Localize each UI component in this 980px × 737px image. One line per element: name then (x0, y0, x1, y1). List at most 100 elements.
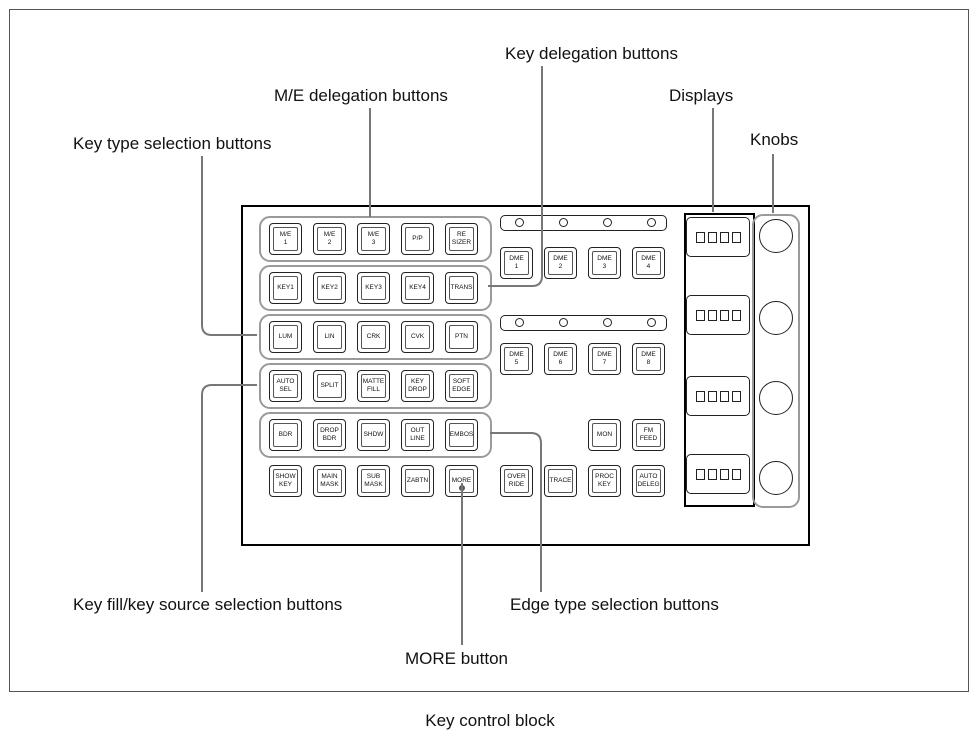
tally-led (559, 318, 568, 327)
key-fill-group (259, 363, 492, 409)
shdw-label: SHDW (361, 423, 386, 447)
leader-key-type (201, 156, 257, 336)
show-key-label: SHOW KEY (273, 469, 298, 493)
leader-edge-type (490, 432, 542, 592)
callout-key-type: Key type selection buttons (73, 134, 272, 153)
sub-mask-button[interactable]: SUB MASK (357, 465, 390, 497)
drop-bdr-label: DROP BDR (317, 423, 342, 447)
dme-1-button[interactable]: DME 1 (500, 247, 533, 279)
drop-bdr-button[interactable]: DROP BDR (313, 419, 346, 451)
key4-label: KEY4 (405, 276, 430, 300)
tally-led-strip-1 (500, 215, 667, 231)
zabtn-button[interactable]: ZABTN (401, 465, 434, 497)
tally-led (515, 218, 524, 227)
dme-7-label: DME 7 (592, 347, 617, 371)
callout-me-delegation: M/E delegation buttons (274, 86, 448, 105)
main-mask-button[interactable]: MAIN MASK (313, 465, 346, 497)
sub-mask-label: SUB MASK (361, 469, 386, 493)
trace-label: TRACE (548, 469, 573, 493)
p-p-button[interactable]: P/P (401, 223, 434, 255)
auto-deleg-button[interactable]: AUTO DELEG (632, 465, 665, 497)
dme-4-button[interactable]: DME 4 (632, 247, 665, 279)
callout-knobs: Knobs (750, 130, 799, 149)
display-digit (707, 390, 717, 402)
key3-button[interactable]: KEY3 (357, 272, 390, 304)
mon-button[interactable]: MON (588, 419, 621, 451)
auto-sel-button[interactable]: AUTO SEL (269, 370, 302, 402)
cvk-button[interactable]: CVK (401, 321, 434, 353)
crk-button[interactable]: CRK (357, 321, 390, 353)
over-ride-label: OVER RIDE (504, 469, 529, 493)
knob-4[interactable] (759, 461, 793, 495)
bdr-label: BDR (273, 423, 298, 447)
key2-label: KEY2 (317, 276, 342, 300)
display-digit (695, 309, 705, 321)
tally-led (603, 218, 612, 227)
soft-edge-label: SOFT EDGE (449, 374, 474, 398)
callout-more: MORE button (405, 649, 508, 668)
knob-2[interactable] (759, 301, 793, 335)
lum-button[interactable]: LUM (269, 321, 302, 353)
dme-7-button[interactable]: DME 7 (588, 343, 621, 375)
fm-feed-label: FM FEED (636, 423, 661, 447)
zabtn-label: ZABTN (405, 469, 430, 493)
knob-1[interactable] (759, 219, 793, 253)
dme-2-button[interactable]: DME 2 (544, 247, 577, 279)
m-e-3-button[interactable]: M/E 3 (357, 223, 390, 255)
matte-fill-label: MATTE FILL (361, 374, 386, 398)
dme-8-button[interactable]: DME 8 (632, 343, 665, 375)
key4-button[interactable]: KEY4 (401, 272, 434, 304)
trace-button[interactable]: TRACE (544, 465, 577, 497)
key1-button[interactable]: KEY1 (269, 272, 302, 304)
fm-feed-button[interactable]: FM FEED (632, 419, 665, 451)
out-line-button[interactable]: OUT LINE (401, 419, 434, 451)
key-drop-button[interactable]: KEY DROP (401, 370, 434, 402)
knob-3[interactable] (759, 381, 793, 415)
cvk-label: CVK (405, 325, 430, 349)
trans-button[interactable]: TRANS (445, 272, 478, 304)
figure-caption: Key control block (425, 711, 555, 730)
re-sizer-button[interactable]: RE SIZER (445, 223, 478, 255)
dme-3-button[interactable]: DME 3 (588, 247, 621, 279)
re-sizer-label: RE SIZER (449, 227, 474, 251)
embos-button[interactable]: EMBOS (445, 419, 478, 451)
m-e-2-label: M/E 2 (317, 227, 342, 251)
dme-6-button[interactable]: DME 6 (544, 343, 577, 375)
display-digit (719, 231, 729, 243)
m-e-1-button[interactable]: M/E 1 (269, 223, 302, 255)
display-1 (686, 217, 750, 257)
display-3 (686, 376, 750, 416)
tally-led (603, 318, 612, 327)
m-e-2-button[interactable]: M/E 2 (313, 223, 346, 255)
bdr-button[interactable]: BDR (269, 419, 302, 451)
key3-label: KEY3 (361, 276, 386, 300)
ptn-button[interactable]: PTN (445, 321, 478, 353)
callout-displays: Displays (669, 86, 734, 105)
display-2 (686, 295, 750, 335)
matte-fill-button[interactable]: MATTE FILL (357, 370, 390, 402)
dme-1-label: DME 1 (504, 251, 529, 275)
lin-button[interactable]: LIN (313, 321, 346, 353)
split-label: SPLIT (317, 374, 342, 398)
dme-5-label: DME 5 (504, 347, 529, 371)
leader-key-delegation (488, 66, 543, 287)
shdw-button[interactable]: SHDW (357, 419, 390, 451)
split-button[interactable]: SPLIT (313, 370, 346, 402)
key2-button[interactable]: KEY2 (313, 272, 346, 304)
mon-label: MON (592, 423, 617, 447)
display-digit (707, 309, 717, 321)
key-drop-label: KEY DROP (405, 374, 430, 398)
dme-5-button[interactable]: DME 5 (500, 343, 533, 375)
lin-label: LIN (317, 325, 342, 349)
display-digit (707, 231, 717, 243)
proc-key-button[interactable]: PROC KEY (588, 465, 621, 497)
tally-led (515, 318, 524, 327)
soft-edge-button[interactable]: SOFT EDGE (445, 370, 478, 402)
tally-led-strip-2 (500, 315, 667, 331)
show-key-button[interactable]: SHOW KEY (269, 465, 302, 497)
over-ride-button[interactable]: OVER RIDE (500, 465, 533, 497)
out-line-label: OUT LINE (405, 423, 430, 447)
key-delegation-group (259, 265, 492, 311)
